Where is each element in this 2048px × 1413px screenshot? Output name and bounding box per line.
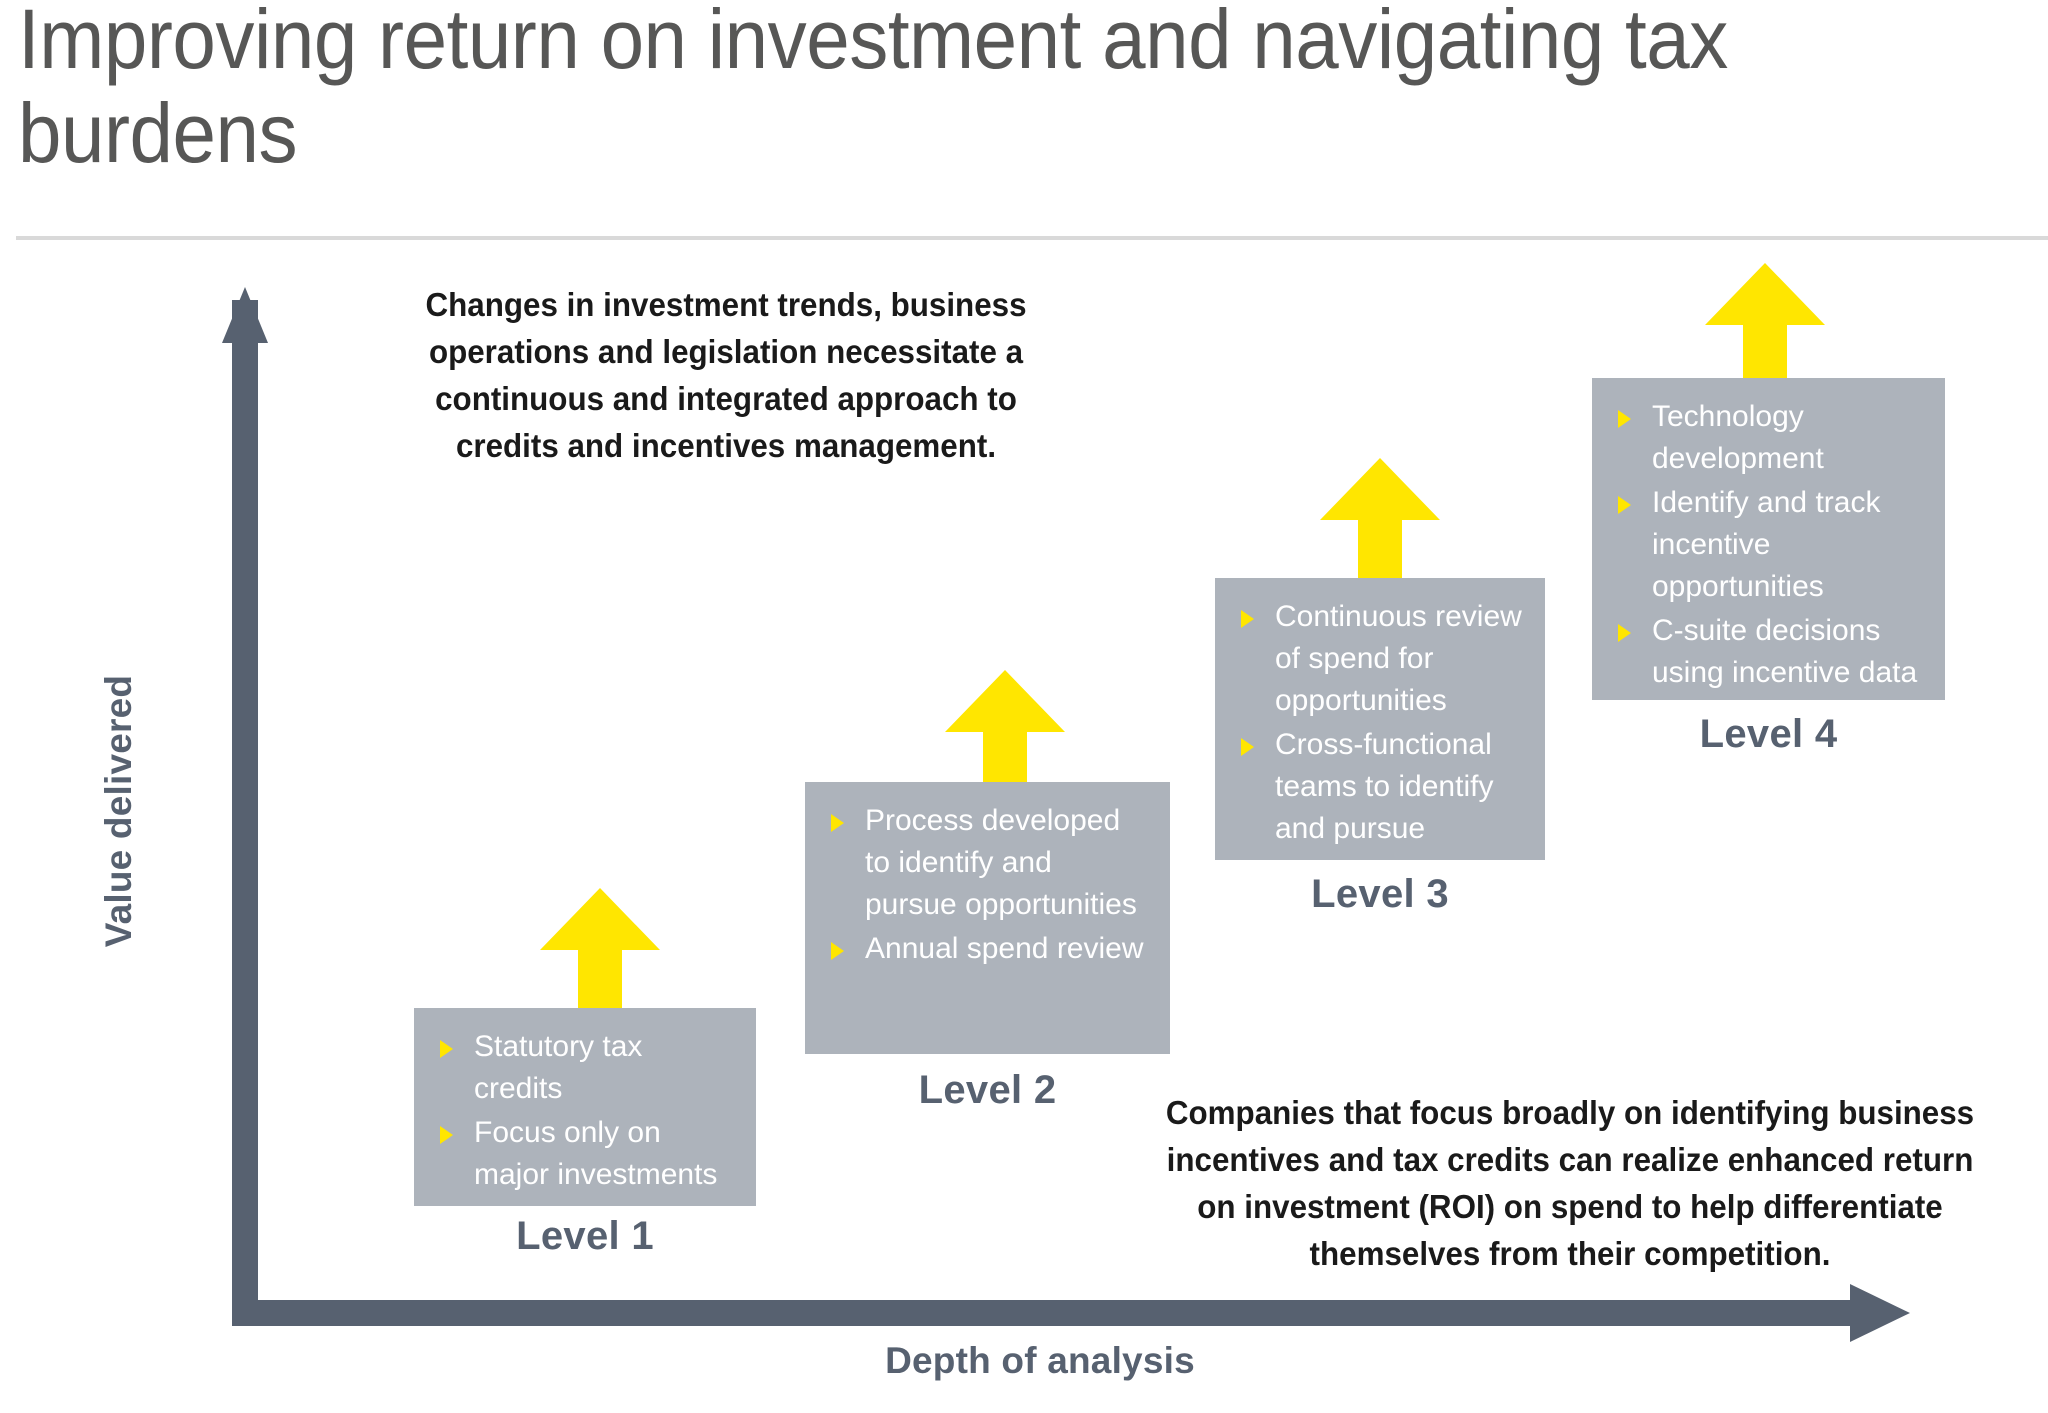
yellow-up-arrow-4: [1705, 263, 1825, 385]
level-bullet-list-3: Continuous review of spend for opportuni…: [1235, 596, 1523, 850]
triangle-bullet-icon: [1618, 496, 1631, 514]
bullet-text: Focus only on major investments: [474, 1116, 718, 1191]
level-box-4[interactable]: Technology development Identify and trac…: [1592, 378, 1945, 700]
list-item: Focus only on major investments: [434, 1112, 734, 1196]
triangle-bullet-icon: [1618, 410, 1631, 428]
list-item: Continuous review of spend for opportuni…: [1235, 596, 1523, 722]
triangle-bullet-icon: [1618, 624, 1631, 642]
x-axis-arrowhead-icon: [1850, 1284, 1910, 1342]
bullet-text: Technology development: [1652, 400, 1824, 475]
level-box-3[interactable]: Continuous review of spend for opportuni…: [1215, 578, 1545, 860]
level-caption-3: Level 3: [1311, 872, 1449, 916]
triangle-bullet-icon: [1241, 738, 1254, 756]
y-axis-label: Value delivered: [98, 674, 139, 948]
callout-top-text: Changes in investment trends, business o…: [425, 286, 1027, 464]
yellow-up-arrow-2: [945, 670, 1065, 792]
list-item: Process developed to identify and pursue…: [825, 800, 1148, 926]
bullet-text: Statutory tax credits: [474, 1030, 643, 1105]
level-box-2[interactable]: Process developed to identify and pursue…: [805, 782, 1170, 1054]
level-caption-1: Level 1: [516, 1214, 654, 1258]
triangle-bullet-icon: [831, 942, 844, 960]
bullet-text: Identify and track incentive opportuniti…: [1652, 486, 1881, 603]
x-axis-line: [232, 1300, 1858, 1326]
yellow-up-arrow-3: [1320, 458, 1440, 580]
bullet-text: Continuous review of spend for opportuni…: [1275, 600, 1522, 717]
y-axis-line: [232, 300, 258, 1316]
bullet-text: Process developed to identify and pursue…: [865, 804, 1137, 921]
level-caption-2: Level 2: [918, 1068, 1057, 1112]
x-axis-label: Depth of analysis: [885, 1340, 1195, 1381]
list-item: Annual spend review: [825, 928, 1148, 970]
triangle-bullet-icon: [1241, 610, 1254, 628]
level-bullet-list-2: Process developed to identify and pursue…: [825, 800, 1148, 970]
list-item: Statutory tax credits: [434, 1026, 734, 1110]
bullet-text: Annual spend review: [865, 932, 1144, 965]
level-caption-4: Level 4: [1699, 712, 1838, 756]
triangle-bullet-icon: [440, 1040, 453, 1058]
callout-bottom-text: Companies that focus broadly on identify…: [1165, 1094, 1975, 1272]
list-item: Technology development: [1612, 396, 1923, 480]
level-bullet-list-1: Statutory tax credits Focus only on majo…: [434, 1026, 734, 1196]
triangle-bullet-icon: [831, 814, 844, 832]
list-item: Cross-functional teams to identify and p…: [1235, 724, 1523, 850]
yellow-up-arrow-1: [540, 888, 660, 1010]
page-title: Improving return on investment and navig…: [18, 0, 1728, 181]
list-item: Identify and track incentive opportuniti…: [1612, 482, 1923, 608]
bullet-text: Cross-functional teams to identify and p…: [1275, 728, 1494, 845]
list-item: C-suite decisions using incentive data: [1612, 610, 1923, 694]
level-box-1[interactable]: Statutory tax credits Focus only on majo…: [414, 1008, 756, 1206]
level-bullet-list-4: Technology development Identify and trac…: [1612, 396, 1923, 694]
bullet-text: C-suite decisions using incentive data: [1652, 614, 1918, 689]
title-divider: [16, 236, 2048, 240]
triangle-bullet-icon: [440, 1126, 453, 1144]
